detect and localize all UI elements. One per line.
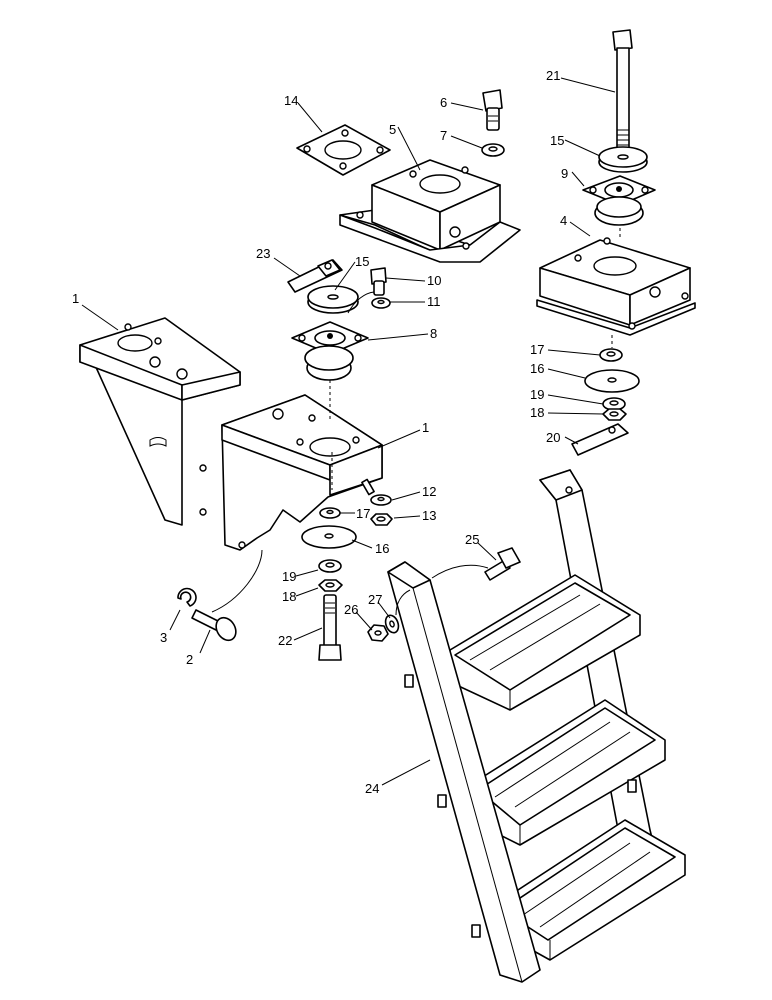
nut-part-26 <box>367 624 389 642</box>
callout-6: 6 <box>440 95 447 110</box>
large-washer-part-16-left <box>301 525 357 549</box>
disc-part-15-upper <box>598 146 648 173</box>
callout-8: 8 <box>430 326 437 341</box>
bracket-left-part-1 <box>79 317 241 526</box>
long-bolt-part-21 <box>612 29 633 159</box>
callout-22: 22 <box>278 633 292 648</box>
callout-27: 27 <box>368 592 382 607</box>
bolt-part-2 <box>191 609 237 642</box>
callout-10: 10 <box>427 273 441 288</box>
stud-part-12-screw <box>361 478 375 496</box>
callout-16-right: 16 <box>530 361 544 376</box>
gasket-plate-part-14 <box>296 124 391 176</box>
callout-24: 24 <box>365 781 379 796</box>
nut-part-18-left <box>318 579 343 592</box>
callout-2: 2 <box>186 652 193 667</box>
callout-15-upper: 15 <box>550 133 564 148</box>
nut-part-18-right <box>602 408 627 421</box>
callout-18-left: 18 <box>282 589 296 604</box>
washer-part-17-right <box>599 348 623 362</box>
washer-part-7 <box>481 143 505 157</box>
callout-5: 5 <box>389 122 396 137</box>
bolt-part-6 <box>482 89 503 131</box>
callout-1-left: 1 <box>72 291 79 306</box>
washer-part-11 <box>371 297 391 309</box>
callout-7: 7 <box>440 128 447 143</box>
mount-housing-part-5 <box>339 159 521 263</box>
callout-21: 21 <box>546 68 560 83</box>
callout-23: 23 <box>256 246 270 261</box>
rubber-mount-part-9 <box>582 175 656 226</box>
nut-part-13 <box>370 513 393 526</box>
lock-tab-part-20 <box>571 423 629 456</box>
disc-part-15-left <box>307 285 359 314</box>
tab-plate-part-23 <box>287 259 343 293</box>
washer-part-19-left <box>318 559 342 573</box>
mount-housing-part-4 <box>536 237 696 336</box>
callout-19-left: 19 <box>282 569 296 584</box>
callout-16-left: 16 <box>375 541 389 556</box>
callout-20: 20 <box>546 430 560 445</box>
bolt-part-25 <box>484 547 521 581</box>
callout-15-left: 15 <box>355 254 369 269</box>
callout-1-right: 1 <box>422 420 429 435</box>
washer-part-17-left <box>319 507 341 519</box>
callout-25: 25 <box>465 532 479 547</box>
callout-11: 11 <box>427 294 441 309</box>
clip-part-3 <box>177 587 197 607</box>
rubber-mount-part-8 <box>291 321 369 420</box>
callout-labels: 1 1 2 3 4 5 6 7 8 9 10 11 12 13 14 15 15… <box>72 68 568 796</box>
callout-13: 13 <box>422 508 436 523</box>
callout-9: 9 <box>561 166 568 181</box>
washer-part-12 <box>370 494 392 506</box>
callout-17-left: 17 <box>356 506 370 521</box>
callout-26: 26 <box>344 602 358 617</box>
bracket-right-part-1 <box>221 394 383 551</box>
callout-17-right: 17 <box>530 342 544 357</box>
callout-4: 4 <box>560 213 567 228</box>
leader-lines <box>81 77 621 786</box>
callout-3: 3 <box>160 630 167 645</box>
washer-part-27 <box>384 614 400 634</box>
bolt-part-22 <box>318 594 342 661</box>
callout-14: 14 <box>284 93 298 108</box>
callout-18-right: 18 <box>530 405 544 420</box>
large-washer-part-16-right <box>584 369 640 393</box>
bolt-part-10 <box>370 267 387 296</box>
step-ladder-part-24 <box>387 469 686 983</box>
callout-12: 12 <box>422 484 436 499</box>
callout-19-right: 19 <box>530 387 544 402</box>
